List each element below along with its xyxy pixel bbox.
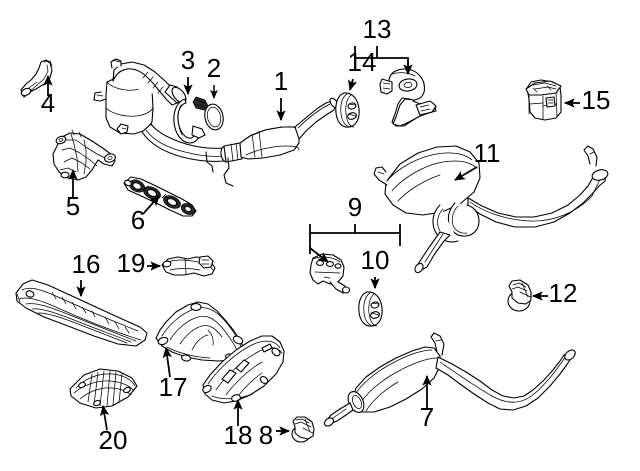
part-10-exhaust-rubber-insulator (358, 291, 383, 327)
part-5-heat-shield-bracket (52, 129, 116, 181)
part-12-exhaust-mount-bushing (507, 279, 532, 312)
part-11-rear-muffler-assembly (373, 145, 609, 274)
leader-20 (99, 404, 110, 431)
callout-number-16: 16 (72, 249, 101, 279)
callout-number-19: 19 (117, 248, 146, 278)
part-4-exhaust-hanger-bracket-front (20, 59, 53, 98)
callout-number-5: 5 (66, 191, 80, 221)
callout-number-8: 8 (259, 420, 273, 450)
part-7-center-muffler-resonator (323, 332, 576, 427)
leader-6 (142, 195, 160, 215)
part-17-heat-shield-center (155, 301, 245, 362)
callout-number-1: 1 (274, 66, 288, 96)
part-16-heat-shield-tunnel-front (15, 279, 148, 347)
callout-number-9: 9 (348, 192, 362, 222)
part-18-heat-shield-rear (202, 335, 285, 404)
leader-14 (348, 78, 358, 92)
callout-number-20: 20 (99, 425, 128, 455)
callout-number-3: 3 (181, 45, 195, 75)
callout-number-11: 11 (474, 138, 501, 168)
part-20-heat-shield-small-panel (69, 368, 138, 409)
callout-number-10: 10 (361, 245, 390, 275)
callout-number-13: 13 (363, 14, 392, 44)
part-9-exhaust-hanger-bracket-rear (309, 253, 351, 294)
part-13-hanger-bracket-assembly (379, 68, 437, 127)
callout-number-2: 2 (207, 53, 221, 83)
callout-number-6: 6 (131, 205, 145, 235)
leader-17 (162, 346, 172, 378)
callout-leaders (43, 46, 580, 436)
leader-9-arrow (309, 247, 329, 263)
callout-number-18: 18 (224, 420, 253, 450)
callout-number-4: 4 (41, 88, 55, 118)
callout-number-15: 15 (582, 85, 611, 115)
part-19-exhaust-bracket-small (161, 255, 216, 277)
part-14-exhaust-rubber-insulator-small (335, 92, 360, 128)
callout-number-12: 12 (549, 278, 578, 308)
callout-number-14: 14 (348, 47, 377, 77)
callout-numbers: 1 2 3 4 5 6 7 8 9 10 11 12 13 14 15 16 1… (41, 14, 611, 455)
part-assembly-dpf-catalytic-converter (93, 58, 339, 187)
part-2-exhaust-seal-ring (204, 103, 224, 131)
callout-number-17: 17 (159, 372, 188, 402)
part-15-exhaust-shield-clip (525, 79, 562, 121)
callout-number-7: 7 (420, 402, 434, 432)
leader-11 (454, 166, 478, 181)
part-3-exhaust-clamp (173, 96, 209, 144)
part-8-exhaust-insulator-clip (291, 416, 315, 443)
